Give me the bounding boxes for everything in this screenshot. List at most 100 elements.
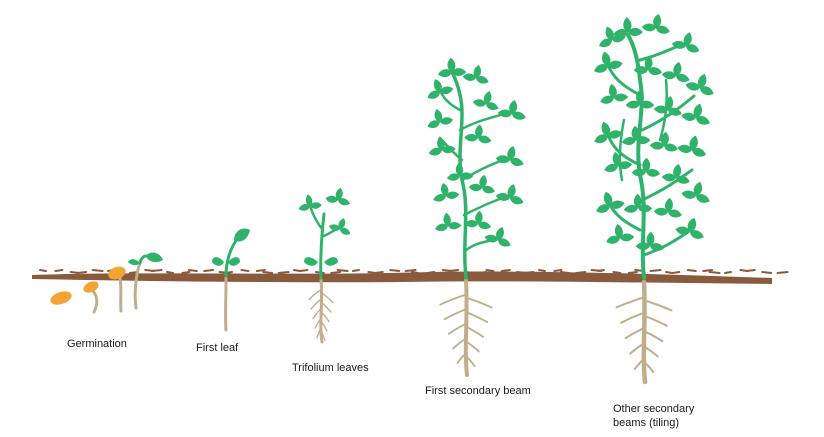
trifoliate-leaf (635, 231, 665, 252)
soil-streak (203, 269, 215, 272)
soil-streak (575, 271, 587, 274)
main-stem (450, 70, 468, 280)
soil-streak (671, 271, 681, 274)
lateral-root (320, 310, 330, 323)
seed-1 (50, 291, 72, 305)
stage-germination (50, 252, 163, 314)
lateral-root (642, 314, 668, 327)
soil-streak (277, 271, 290, 274)
trifoliate-leaf (495, 143, 527, 168)
soil-streak (479, 271, 487, 274)
trifoliate-leaf (423, 106, 454, 131)
soil-streak (373, 271, 384, 274)
soil-streak (404, 269, 417, 272)
taproot (463, 278, 469, 377)
trifoliate-leaf (641, 11, 673, 35)
lateral-root (320, 320, 328, 332)
lateral-root (465, 311, 489, 324)
soil-streak (352, 269, 360, 272)
lateral-root (456, 352, 467, 364)
soil-streak (559, 271, 570, 274)
soil-streak (299, 269, 309, 272)
lateral-root (314, 317, 322, 329)
lateral-root (452, 337, 467, 350)
soil-streak (485, 269, 495, 272)
soil-band (32, 271, 772, 284)
label-germination: Germination (67, 338, 127, 350)
soil-streak (708, 271, 721, 274)
taproot (641, 279, 648, 385)
lateral-root (320, 291, 334, 304)
soil-streak (665, 271, 673, 274)
label-first-leaf: First leaf (196, 342, 239, 354)
trifoliate-leaf (328, 214, 355, 237)
stage-other-secondary-beams (589, 11, 719, 385)
soil-streak (240, 269, 250, 272)
lateral-root (642, 360, 655, 373)
soil-line (32, 269, 789, 284)
lateral-root (443, 308, 467, 321)
soil-streak (262, 271, 274, 274)
trifoliate-leaf (497, 97, 529, 121)
lateral-root (465, 355, 476, 367)
trifoliate-leaf (591, 188, 626, 216)
seed-2 (83, 281, 99, 314)
soil-streak (553, 269, 563, 272)
lateral-root (320, 330, 326, 342)
soil-streak (54, 269, 64, 272)
lateral-root (308, 288, 322, 301)
soil-streak (255, 269, 266, 272)
soil-streak (330, 271, 342, 274)
first-leaf-leaflet (234, 228, 250, 242)
trifoliate-leaf (462, 62, 492, 85)
trifoliate-leaf (653, 196, 684, 219)
soil-streak (745, 269, 756, 272)
lateral-root (465, 325, 485, 338)
soil-streak (538, 269, 546, 272)
trifoliate-leaf (684, 69, 719, 98)
lateral-root (642, 299, 673, 312)
soil-streak (724, 271, 732, 274)
label-other-secondary-beams: Other secondary beams (tiling) (613, 403, 695, 429)
soil-streak (181, 271, 191, 274)
trifoliate-leaf (472, 88, 503, 113)
lateral-root (615, 296, 646, 309)
lateral-root (465, 340, 480, 353)
trifoliate-leaf (296, 192, 322, 212)
trifoliate-leaf (433, 211, 462, 233)
soil-streak (612, 271, 622, 274)
lateral-root (465, 296, 493, 309)
stem (319, 212, 326, 280)
soil-streak (686, 269, 697, 272)
trifoliate-leaf (649, 130, 680, 153)
trifoliate-leaf (590, 48, 624, 75)
trifoliate-leaf (631, 157, 661, 177)
soil-streak (336, 269, 349, 272)
lateral-root (624, 327, 646, 340)
stage-first-secondary-beam (422, 57, 529, 377)
soil-streak (187, 269, 198, 272)
lateral-root (629, 342, 646, 355)
lateral-root (447, 322, 467, 335)
trifoliate-leaf (430, 180, 460, 203)
trifoliate-leaf (593, 22, 627, 50)
lateral-root (642, 330, 664, 343)
secondary-beam (640, 168, 694, 202)
soil-streak (426, 271, 436, 274)
lateral-root (310, 298, 322, 310)
soil-streak (293, 269, 301, 272)
soil-streak (500, 269, 511, 272)
seedling (128, 252, 163, 310)
lateral-root (316, 327, 322, 339)
cotyledon (304, 257, 318, 266)
taproot (319, 278, 324, 344)
lateral-root (439, 293, 467, 306)
trifoliate-leaf (422, 74, 455, 101)
trifoliate-leaf (676, 132, 710, 159)
lateral-root (620, 311, 646, 324)
trifoliate-leaf (495, 181, 528, 207)
soil-streak (702, 269, 714, 272)
soil-streak (627, 271, 638, 274)
seed-3 (108, 266, 126, 313)
